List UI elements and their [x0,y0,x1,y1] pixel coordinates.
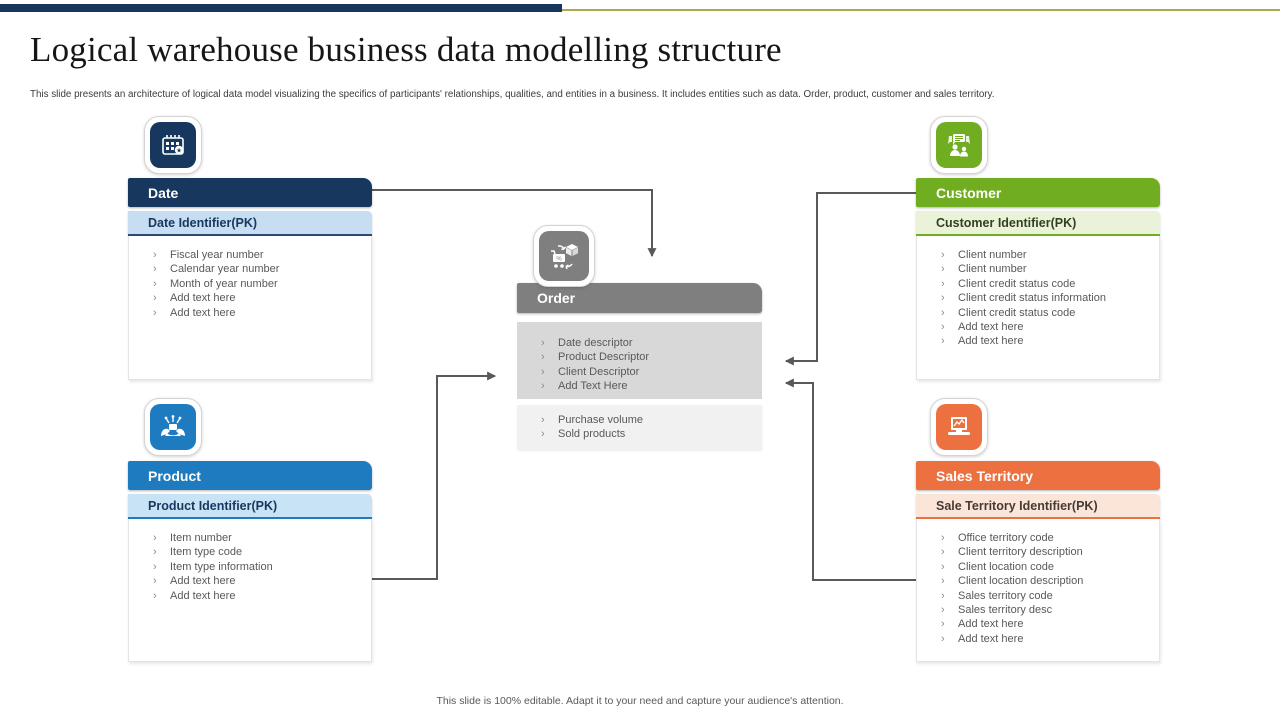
slide-footer: This slide is 100% editable. Adapt it to… [436,695,844,707]
list-item: Add text here [152,574,363,589]
entity-sales-territory: Sales Territory Sale Territory Identifie… [916,461,1160,662]
sales-territory-icon-badge [930,398,988,456]
entity-customer-pk: Customer Identifier(PK) [916,211,1160,236]
list-item: Purchase volume [540,413,754,428]
list-item: Client credit status code [940,306,1151,321]
customers-chat-icon [936,122,982,168]
list-item: Calendar year number [152,262,363,277]
list-item: Add text here [940,334,1151,349]
svg-text:%: % [556,257,562,263]
list-item: Sold products [540,427,754,442]
list-item: Add text here [940,617,1151,632]
entity-order-section-descriptors: Date descriptor Product Descriptor Clien… [517,322,762,399]
entity-product-header: Product [128,461,372,490]
list-item: Add text here [940,320,1151,335]
order-icon-badge: % [533,225,595,287]
list-item: Product Descriptor [540,350,754,365]
list-item: Client territory description [940,545,1151,560]
entity-sales-territory-header: Sales Territory [916,461,1160,490]
svg-text:★: ★ [176,147,182,155]
product-icon-badge [144,398,202,456]
laptop-chart-icon [936,404,982,450]
list-item: Sales territory desc [940,603,1151,618]
entity-product-pk: Product Identifier(PK) [128,494,372,519]
list-item: Add text here [940,632,1151,647]
top-accent-line [562,9,1280,11]
list-item: Client Descriptor [540,365,754,380]
list-item: Add text here [152,291,363,306]
customer-icon-badge [930,116,988,174]
list-item: Item number [152,531,363,546]
entity-customer-body: Client number Client number Client credi… [916,236,1160,380]
entity-product: Product Product Identifier(PK) Item numb… [128,461,372,662]
entity-customer-header: Customer [916,178,1160,207]
entity-sales-territory-body: Office territory code Client territory d… [916,519,1160,662]
list-item: Client location description [940,574,1151,589]
entity-customer: Customer Customer Identifier(PK) Client … [916,178,1160,380]
list-item: Sales territory code [940,589,1151,604]
product-hands-icon [150,404,196,450]
list-item: Client number [940,262,1151,277]
entity-order-header: Order [517,283,762,313]
connector-sales-order [784,378,916,581]
list-item: Date descriptor [540,336,754,351]
list-item: Client number [940,248,1151,263]
list-item: Office territory code [940,531,1151,546]
list-item: Month of year number [152,277,363,292]
slide-subtitle: This slide presents an architecture of l… [30,89,995,100]
connector-customer-order [784,192,916,366]
date-icon-badge: ★ [144,116,202,174]
connector-date-order [372,189,657,258]
list-item: Add text here [152,589,363,604]
entity-date-header: Date [128,178,372,207]
list-item: Client location code [940,560,1151,575]
list-item: Client credit status information [940,291,1151,306]
entity-date: Date Date Identifier(PK) Fiscal year num… [128,178,372,380]
connector-product-order [372,371,497,580]
calendar-icon: ★ [150,122,196,168]
entity-sales-territory-pk: Sale Territory Identifier(PK) [916,494,1160,519]
entity-order: Order Date descriptor Product Descriptor… [517,283,762,450]
entity-product-body: Item number Item type code Item type inf… [128,519,372,662]
page-title: Logical warehouse business data modellin… [30,30,782,69]
top-accent-bar [0,4,562,12]
entity-date-pk: Date Identifier(PK) [128,211,372,236]
list-item: Add Text Here [540,379,754,394]
entity-date-body: Fiscal year number Calendar year number … [128,236,372,380]
list-item: Add text here [152,306,363,321]
list-item: Item type code [152,545,363,560]
entity-order-section-measures: Purchase volume Sold products [517,405,762,450]
list-item: Item type information [152,560,363,575]
list-item: Fiscal year number [152,248,363,263]
shopping-cart-icon: % [539,231,589,281]
list-item: Client credit status code [940,277,1151,292]
